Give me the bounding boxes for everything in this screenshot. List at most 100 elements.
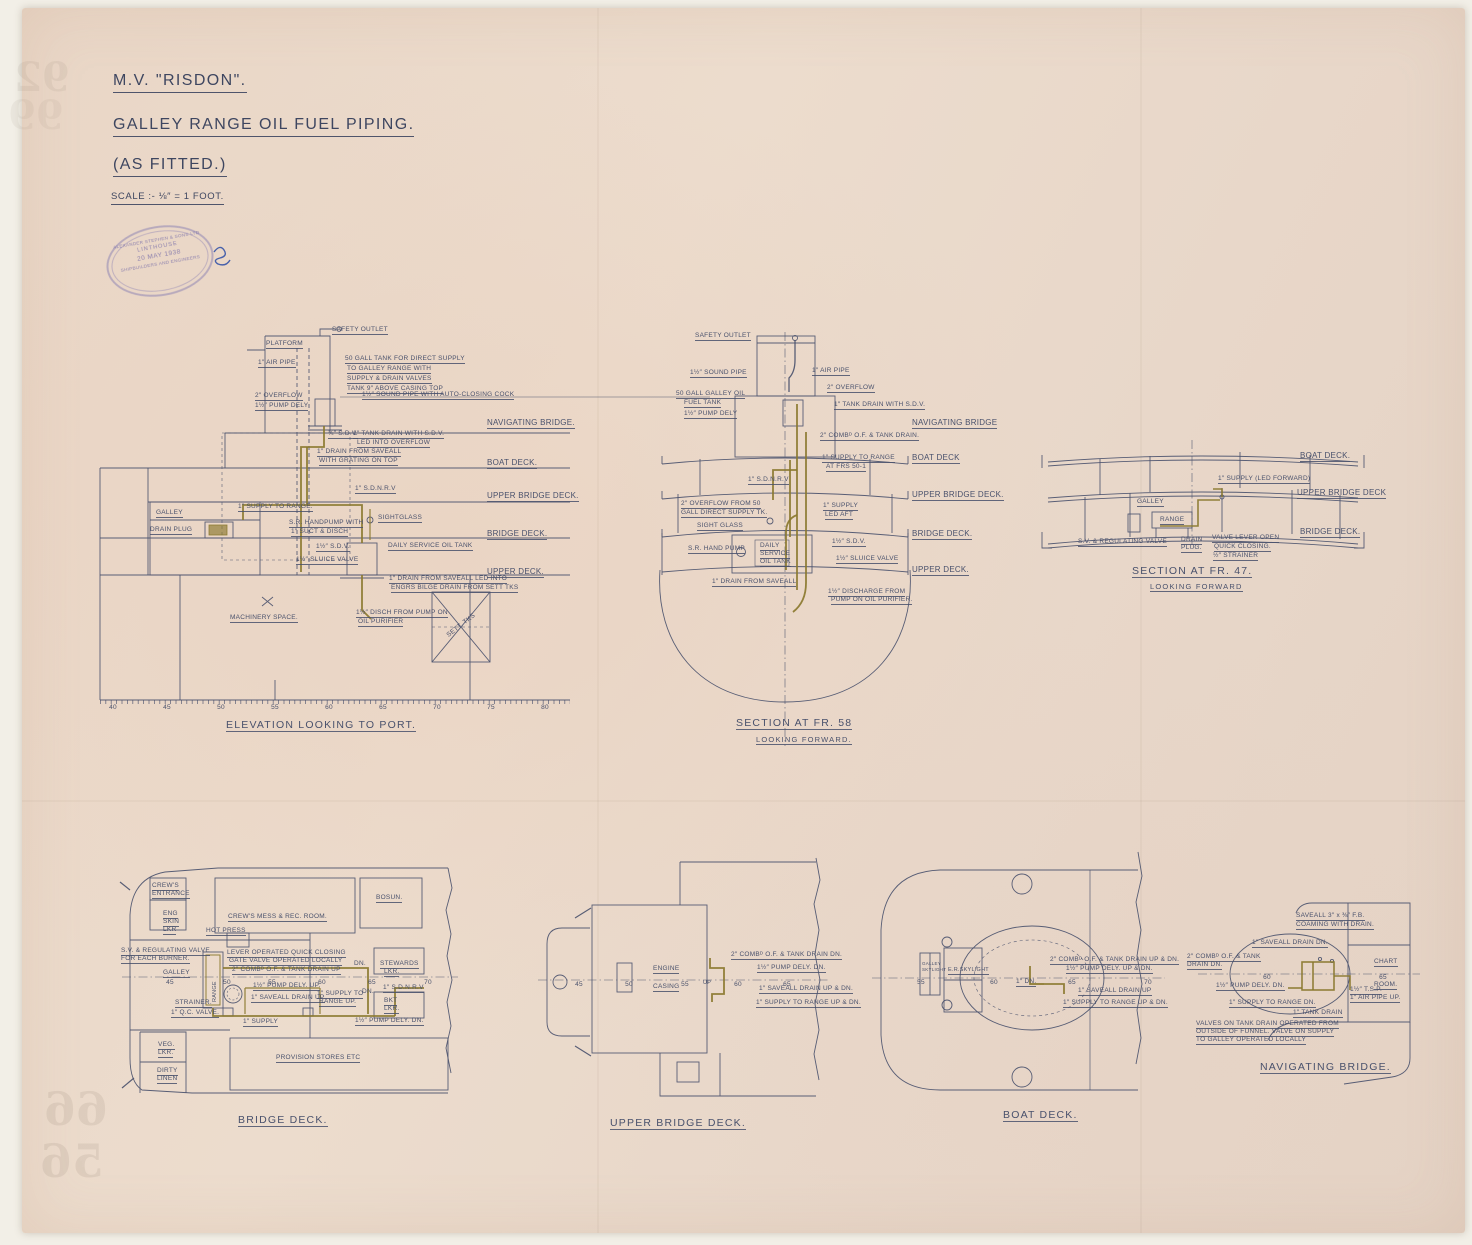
elevation-label: TANK 9″ ABOVE CASING TOP [347,385,444,395]
bridge-deck-plan-label: DN. [362,988,374,995]
bridge-deck-plan-label: 1″ S.D.N.R.V [383,984,424,994]
section-fr58-label: 1½″ SOUND PIPE [690,369,747,379]
upper-bridge-deck-plan-label: 50 [625,981,633,988]
elevation-label: 50 [217,704,225,711]
section-fr58-label: OIL TANK [760,558,791,568]
section-fr47-label: VALVE LEVER OPEN [1212,534,1280,544]
navigating-bridge-plan-label: ROOM. [1374,981,1398,991]
section-fr58-label: 2″ OVERFLOW FROM 50 [681,500,761,510]
section-fr58-label: 1″ SUPPLY [823,502,859,512]
elevation-label: TO GALLEY RANGE WITH [347,365,432,375]
elevation-label: WITH GRATING ON TOP [319,457,398,467]
section-fr58-label: SERVICE [760,550,791,560]
upper-bridge-deck-plan-label: 1″ SUPPLY TO RANGE UP & DN. [756,999,861,1009]
boat-deck-plan-label: E.R.SKYLIGHT [948,967,989,976]
boat-deck-plan-label: 2″ COMBᴰ O.F. & TANK DRAIN UP & DN. [1050,956,1180,966]
section-fr47-label: LOOKING FORWARD [1150,582,1243,593]
bridge-deck-plan-label: ENG [163,910,178,920]
upper-bridge-deck-plan-label: 65 [783,981,791,988]
upper-bridge-deck-linework [538,857,828,1097]
elevation-label: 1″ S.D.N.R.V [355,485,396,495]
elevation-label: 60 [325,704,333,711]
bridge-deck-plan-label: HOT PRESS [206,927,246,937]
elevation-label: GALLEY [156,509,183,519]
fold-crease [597,8,599,1233]
bridge-deck-plan-label: LKR [163,926,177,936]
section-fr47-linework [1041,440,1365,549]
bridge-deck-plan-label: S.V. & REGULATING VALVE [121,947,210,957]
bridge-deck-plan-label: 1″ SAVEALL DRAIN UP [251,994,325,1004]
bridge-deck-plan-label: SKIN [163,918,180,928]
elevation-label: 2″ OVERFLOW [255,392,303,402]
elevation-label: 1½″ SLUICE VALVE [296,556,359,566]
section-fr47-label: SECTION AT FR. 47. [1132,565,1253,579]
navigating-bridge-plan-label: 1″ SUPPLY TO RANGE DN. [1229,999,1316,1009]
upper-bridge-deck-plan-label: 1½″ PUMP DELY. DN. [757,964,826,974]
bridge-deck-plan-label: DIRTY [157,1067,178,1077]
ship-name-title: M.V. "RISDON". [113,72,247,93]
section-fr58-label: UPPER BRIDGE DECK. [912,490,1004,501]
boat-deck-plan-label: 1½″ PUMP DELY. UP & DN. [1066,965,1153,975]
bridge-deck-plan-label: 2″ COMBᴰ O.F. & TANK DRAIN UP [232,966,341,976]
elevation-label: 55 [271,704,279,711]
upper-bridge-deck-plan-label: UPPER BRIDGE DECK. [610,1117,746,1131]
boat-deck-linework [872,851,1165,1091]
navigating-bridge-plan-label: 60 [1263,974,1271,981]
bridge-deck-plan-label: 45 [166,979,174,986]
bridge-deck-plan-label: LKR. [158,1049,174,1059]
section-fr58-label: 2″ COMBᴰ O.F. & TANK DRAIN. [820,432,920,442]
section-fr58-label: 1½″ PUMP DELY [684,410,738,420]
elevation-piping [208,426,372,620]
upper-bridge-deck-piping [709,958,725,1002]
section-fr47-label: UPPER BRIDGE DECK [1297,488,1387,499]
upper-bridge-deck-plan-label: 1″ SAVEALL DRAIN UP & DN. [759,985,854,995]
section-fr58-label: SECTION AT FR. 58 [736,717,853,731]
elevation-label: BOAT DECK. [487,458,538,469]
section-fr47-label: BOAT DECK. [1300,451,1351,462]
elevation-label: S.R. HANDPUMP WITH [289,519,364,529]
upper-bridge-deck-plan-label: UP [703,980,712,986]
bridge-deck-plan-label: 1½″ PUMP DELY. DN. [355,1017,424,1027]
elevation-label: 1″ SUPPLY TO RANGE. [238,503,313,513]
section-fr58-piping [772,404,807,613]
navigating-bridge-plan-label: NAVIGATING BRIDGE. [1260,1061,1391,1075]
navigating-bridge-linework [1198,902,1420,1085]
upper-bridge-deck-plan-label: ENGINE [653,965,680,975]
navigating-bridge-plan-label: 1″ TANK DRAIN [1293,1009,1343,1019]
section-fr58-label: 2″ OVERFLOW [827,384,875,394]
bridge-deck-plan-label: 1″ SUPPLY [243,1018,279,1028]
section-fr58-label: 1″ DRAIN FROM SAVEALL [712,578,797,588]
elevation-label: 1½″ DISCH FROM PUMP ON [356,609,448,619]
bridge-deck-plan-label: BOSUN. [376,894,403,904]
bridge-deck-linework [119,867,458,1094]
section-fr58-label: DAILY [760,542,780,552]
bridge-deck-plan-label: CREW'S MESS & REC. ROOM. [228,913,327,923]
bridge-deck-plan-label: RANGE [212,981,218,1002]
boat-deck-plan-label: 70 [1144,979,1152,986]
bridge-deck-plan-label: 55 [268,979,276,986]
elevation-label: 1″ AIR PIPE [258,359,296,369]
elevation-label: 1″ TANK DRAIN WITH S.D.V. [353,430,445,440]
elevation-label: LED INTO OVERFLOW [357,439,431,449]
boat-deck-plan-label: 60 [990,979,998,986]
boat-deck-plan-label: 1″ SUPPLY TO RANGE UP & DN. [1063,999,1168,1009]
section-fr58-label: FUEL TANK [684,399,722,409]
navigating-bridge-plan-label: CHART [1374,958,1398,968]
bridge-deck-plan-label: LKR. [384,1005,400,1015]
section-fr47-label: DRAIN [1181,536,1203,546]
navigating-bridge-plan-label: 1½″ PUMP DELY. DN. [1216,982,1285,992]
elevation-label: 1″ SUCT & DISCH [291,528,349,538]
bridge-deck-plan-label: CREW'S [152,882,179,892]
bridge-deck-plan-label: BKT [384,997,398,1007]
elevation-label: ¾″ S.D.V. [328,430,358,440]
section-fr58-label: UPPER DECK. [912,565,969,576]
bridge-deck-plan-label: LINEN [157,1075,178,1085]
elevation-label: ELEVATION LOOKING TO PORT. [226,719,417,733]
elevation-label: UPPER DECK. [487,567,544,578]
section-fr58-label: 1″ TANK DRAIN WITH S.D.V. [834,401,926,411]
boat-deck-plan-label: 55 [917,979,925,986]
upper-bridge-deck-plan-label: 45 [575,981,583,988]
section-fr58-label: LED AFT [825,511,854,521]
upper-bridge-deck-plan-label: 60 [734,981,742,988]
